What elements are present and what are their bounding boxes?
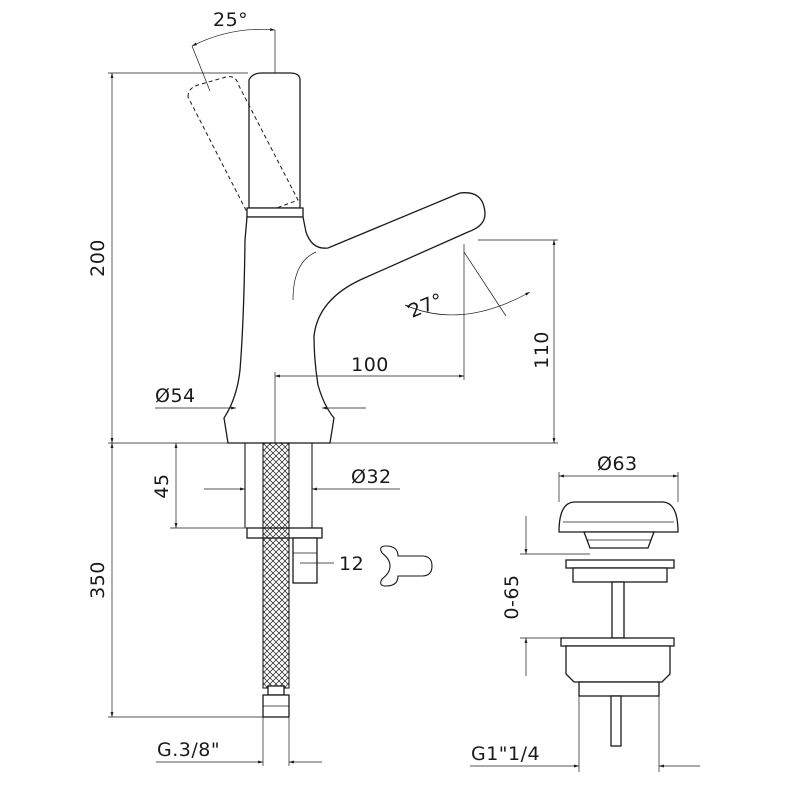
braided-hose [262,442,290,689]
hose-thread-label: G.3/8" [157,739,220,761]
dimension-labels: 25° 200 100 110 27° Ø54 Ø32 45 350 12 G.… [87,9,638,765]
popup-waste [558,501,679,747]
waste-diameter-label: Ø63 [597,453,638,475]
waste-flange [565,559,675,569]
handle-angle-label: 25° [213,9,248,31]
waste-cap [558,501,679,533]
spout-angle-label: 27° [406,289,447,323]
total-height-label: 200 [87,239,109,277]
waste-outlet [578,681,660,697]
waste-plunger [611,581,625,639]
wrench-size-label: 12 [339,553,364,575]
hose-length-label: 350 [87,561,109,599]
faucet-collar [246,207,304,218]
waste-adjust-label: 0-65 [501,574,523,619]
threaded-shank [244,443,313,528]
wrench-icon [380,545,433,587]
waste-thread-label: G1"1/4 [471,743,540,765]
hose-ferrule [267,685,285,696]
waste-rod [610,695,622,747]
spout-reach-label: 100 [351,354,389,376]
dimension-lines [108,28,700,772]
waste-body-top [560,637,675,647]
faucet-body [187,72,486,444]
faucet-spout-body [223,192,486,444]
shank-length-label: 45 [151,473,173,498]
shank-diameter-label: Ø32 [351,466,392,488]
base-diameter-label: Ø54 [155,385,196,407]
mounting-assembly [244,442,323,718]
spout-height-label: 110 [531,331,553,369]
waste-collar [572,567,668,583]
waste-body [565,645,671,683]
mounting-nut [292,537,318,584]
spout-inner-curve [292,251,317,301]
faucet-handle [248,72,301,209]
